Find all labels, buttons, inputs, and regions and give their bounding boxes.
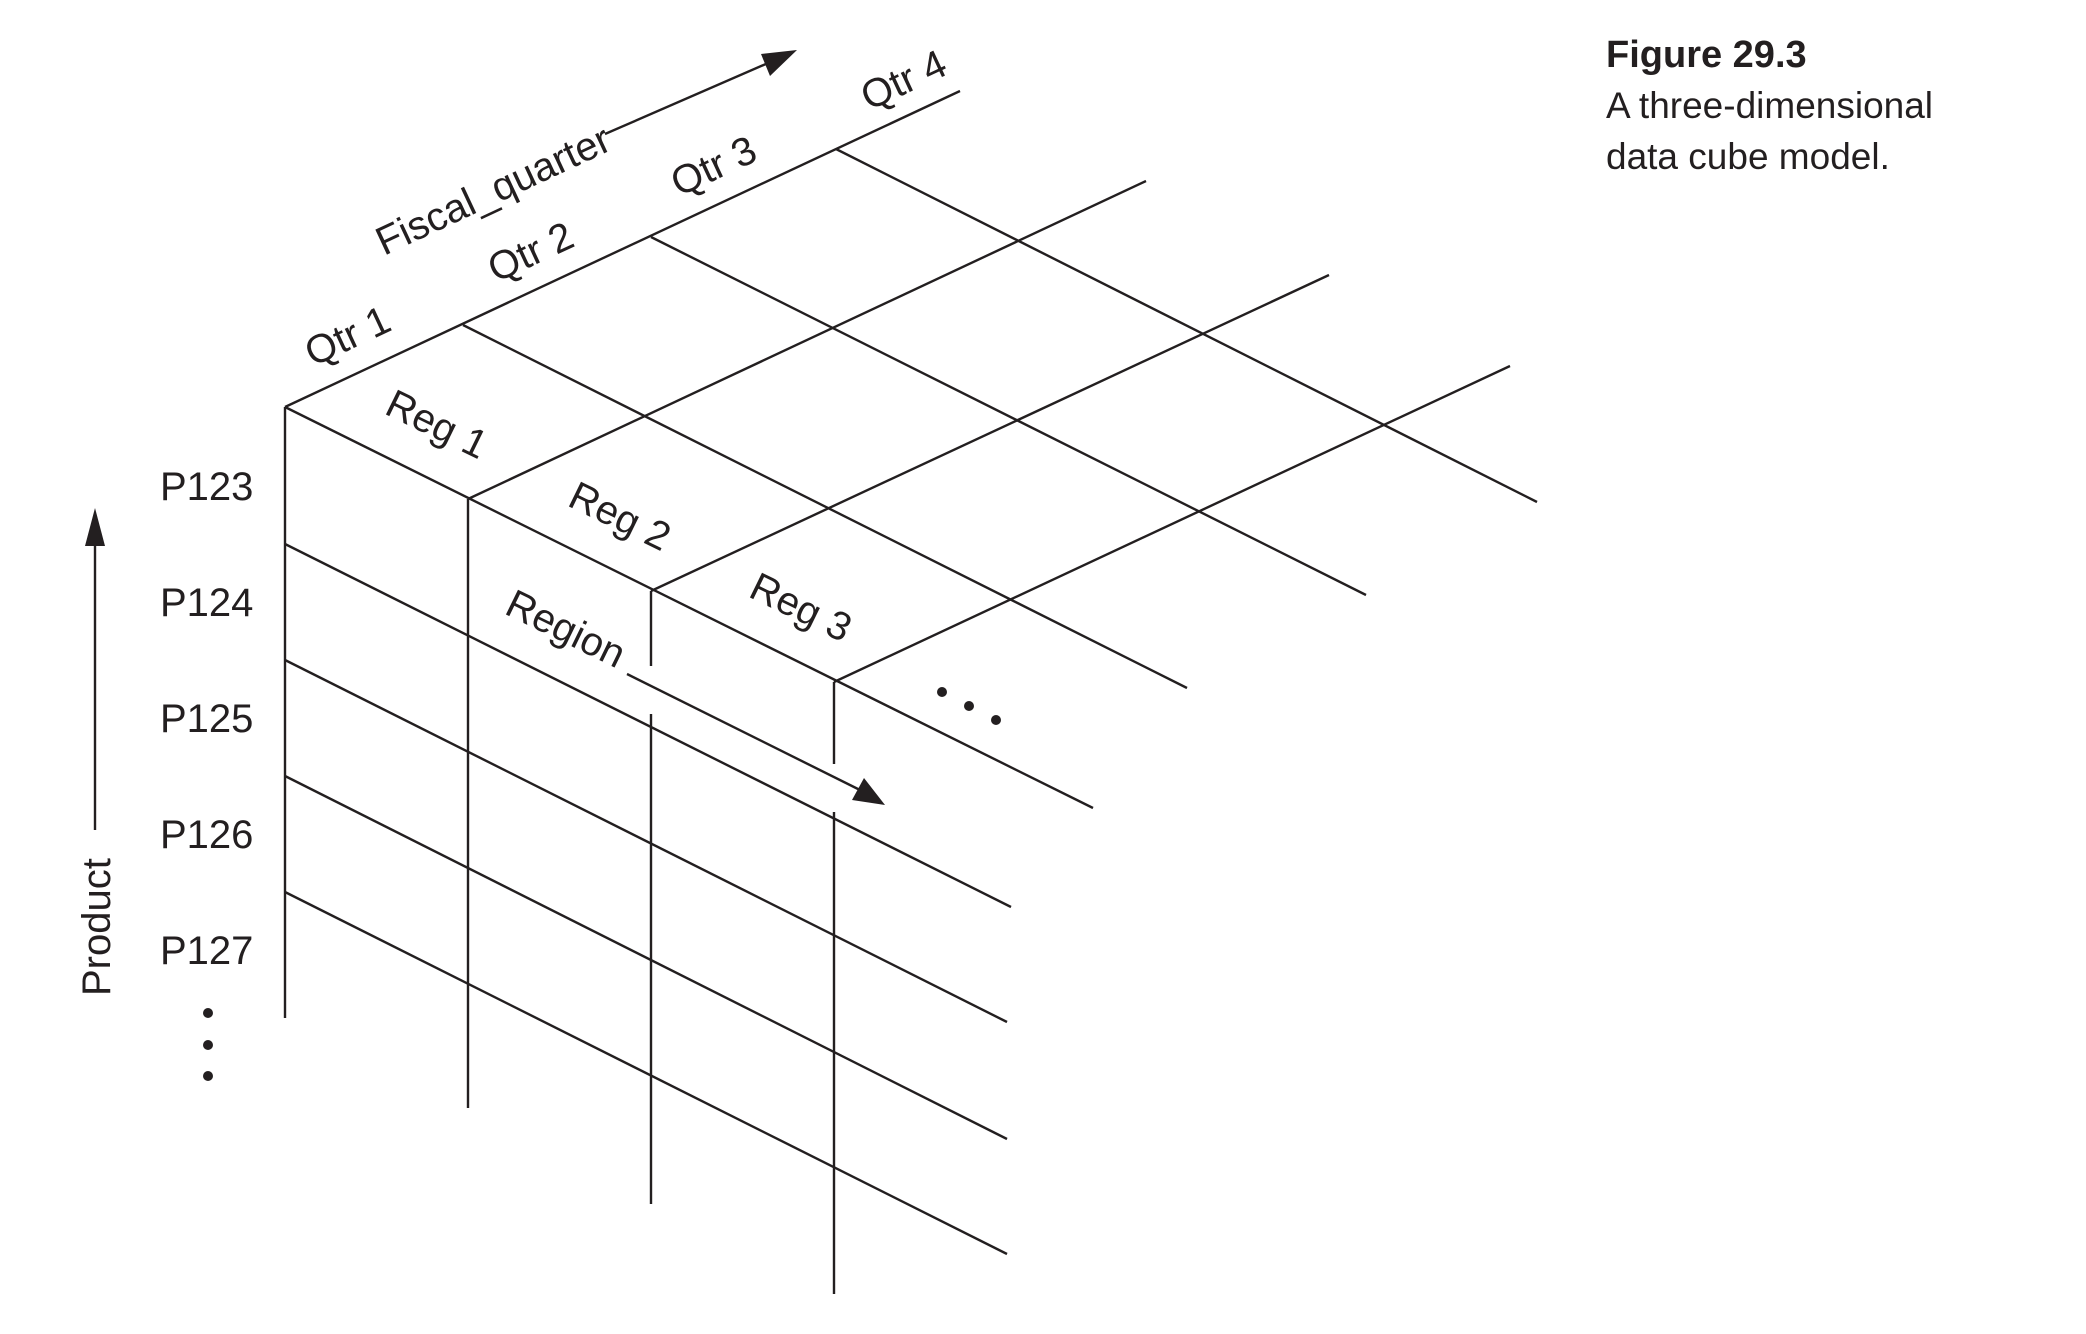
figure-caption-text: A three-dimensional data cube model.: [1606, 85, 1934, 177]
product-axis-arrowhead: [85, 508, 105, 546]
quarter-label-2: Qtr 2: [481, 214, 580, 291]
front-product-line-2: [284, 658, 1008, 1024]
figure-caption: Figure 29.3 A three-dimensional data cub…: [1606, 30, 2066, 182]
region-label-3: Reg 3: [743, 565, 858, 651]
top-region-line-q1: [284, 405, 1094, 810]
quarter-axis-arrowhead: [761, 50, 797, 76]
product-axis-label: Product: [75, 858, 119, 996]
product-more-dot-3: [203, 1071, 213, 1081]
region-more-dot-3: [991, 715, 1001, 725]
top-region-line-q4: [835, 147, 1538, 504]
product-label-1: P123: [160, 465, 253, 509]
front-product-line-3: [284, 774, 1008, 1141]
product-more-dot-2: [203, 1040, 213, 1050]
region-axis-arrowhead: [852, 778, 885, 805]
region-axis-label: Region: [499, 582, 632, 677]
top-quarter-line-r3: [833, 364, 1511, 684]
front-product-line-1: [284, 542, 1012, 909]
quarter-label-3: Qtr 3: [664, 128, 763, 205]
quarter-label-1: Qtr 1: [298, 298, 397, 375]
product-label-2: P124: [160, 581, 253, 625]
region-more-dot-1: [937, 687, 947, 697]
region-label-2: Reg 2: [562, 474, 677, 560]
front-product-line-4: [284, 890, 1008, 1256]
region-axis-arrow-line: [626, 672, 863, 793]
quarter-axis-label: Fiscal_quarter: [369, 117, 617, 264]
top-region-line-q3: [650, 235, 1367, 597]
cube-top-front-edge: [284, 89, 961, 409]
top-quarter-line-r2: [650, 273, 1330, 593]
region-more-dot-2: [964, 701, 974, 711]
quarter-label-4: Qtr 4: [854, 42, 953, 119]
product-more-dot-1: [203, 1008, 213, 1018]
region-label-1: Reg 1: [379, 382, 494, 468]
product-label-4: P126: [160, 813, 253, 857]
top-quarter-line-r1: [467, 179, 1147, 501]
figure-number: Figure 29.3: [1606, 34, 1807, 76]
product-label-3: P125: [160, 697, 253, 741]
quarter-axis-arrow-line: [604, 58, 776, 136]
top-region-line-q2: [462, 323, 1188, 690]
product-label-5: P127: [160, 929, 253, 973]
